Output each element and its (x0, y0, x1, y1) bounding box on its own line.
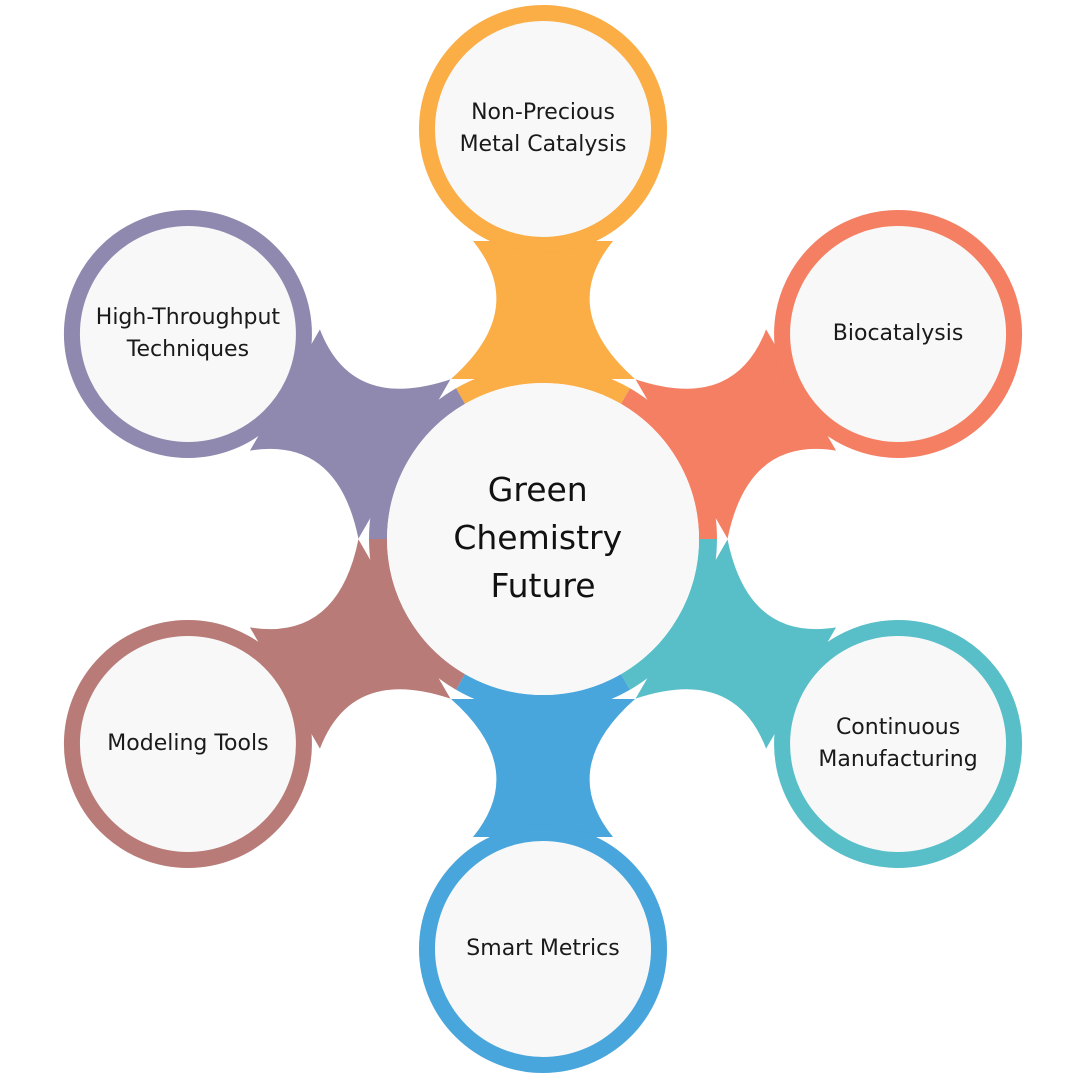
node-label: Smart Metrics (466, 936, 619, 961)
node-label-line: Continuous (836, 715, 960, 740)
center-label: Green Chemistry Future (453, 470, 632, 605)
center-disc (387, 383, 699, 695)
node-ring (774, 620, 1023, 868)
ring-segment-high-throughput-techniques (369, 388, 466, 540)
node-label-line: Modeling Tools (107, 731, 268, 756)
node-modeling-tools: Modeling Tools (63, 620, 312, 868)
center-label-line-3: Future (490, 566, 595, 605)
node-label: Biocatalysis (833, 321, 964, 346)
node-label-line: High-Throughput (96, 305, 281, 330)
node-label-line: Non-Precious (471, 100, 615, 125)
ring-segment-continuous-manufacturing (620, 538, 717, 690)
center-label-line-2: Chemistry (453, 518, 622, 557)
node-label-line: Techniques (126, 337, 249, 362)
node-smart-metrics: Smart Metrics (419, 825, 667, 1073)
node-label-line: Metal Catalysis (460, 132, 627, 157)
node-ring (63, 210, 312, 458)
node-biocatalysis: Biocatalysis (774, 210, 1023, 458)
node-ring (63, 620, 312, 868)
node-label-line: Manufacturing (818, 747, 977, 772)
center-node: Green Chemistry Future (387, 383, 699, 695)
ring-segment-non-precious-metal-catalysis (456, 365, 630, 404)
node-label-line: Biocatalysis (833, 321, 964, 346)
ring-segment-smart-metrics (456, 674, 630, 713)
ring-segment-modeling-tools (369, 538, 466, 690)
node-ring (419, 5, 667, 253)
node-ring (419, 825, 667, 1073)
node-label: Modeling Tools (107, 731, 268, 756)
ring-segment-biocatalysis (620, 388, 717, 540)
center-ring (369, 365, 717, 713)
center-label-line-1: Green (488, 470, 588, 509)
node-ring (774, 210, 1023, 458)
connector-smart-metrics (451, 699, 635, 837)
node-label-line: Smart Metrics (466, 936, 619, 961)
connector-non-precious-metal-catalysis (451, 241, 635, 379)
